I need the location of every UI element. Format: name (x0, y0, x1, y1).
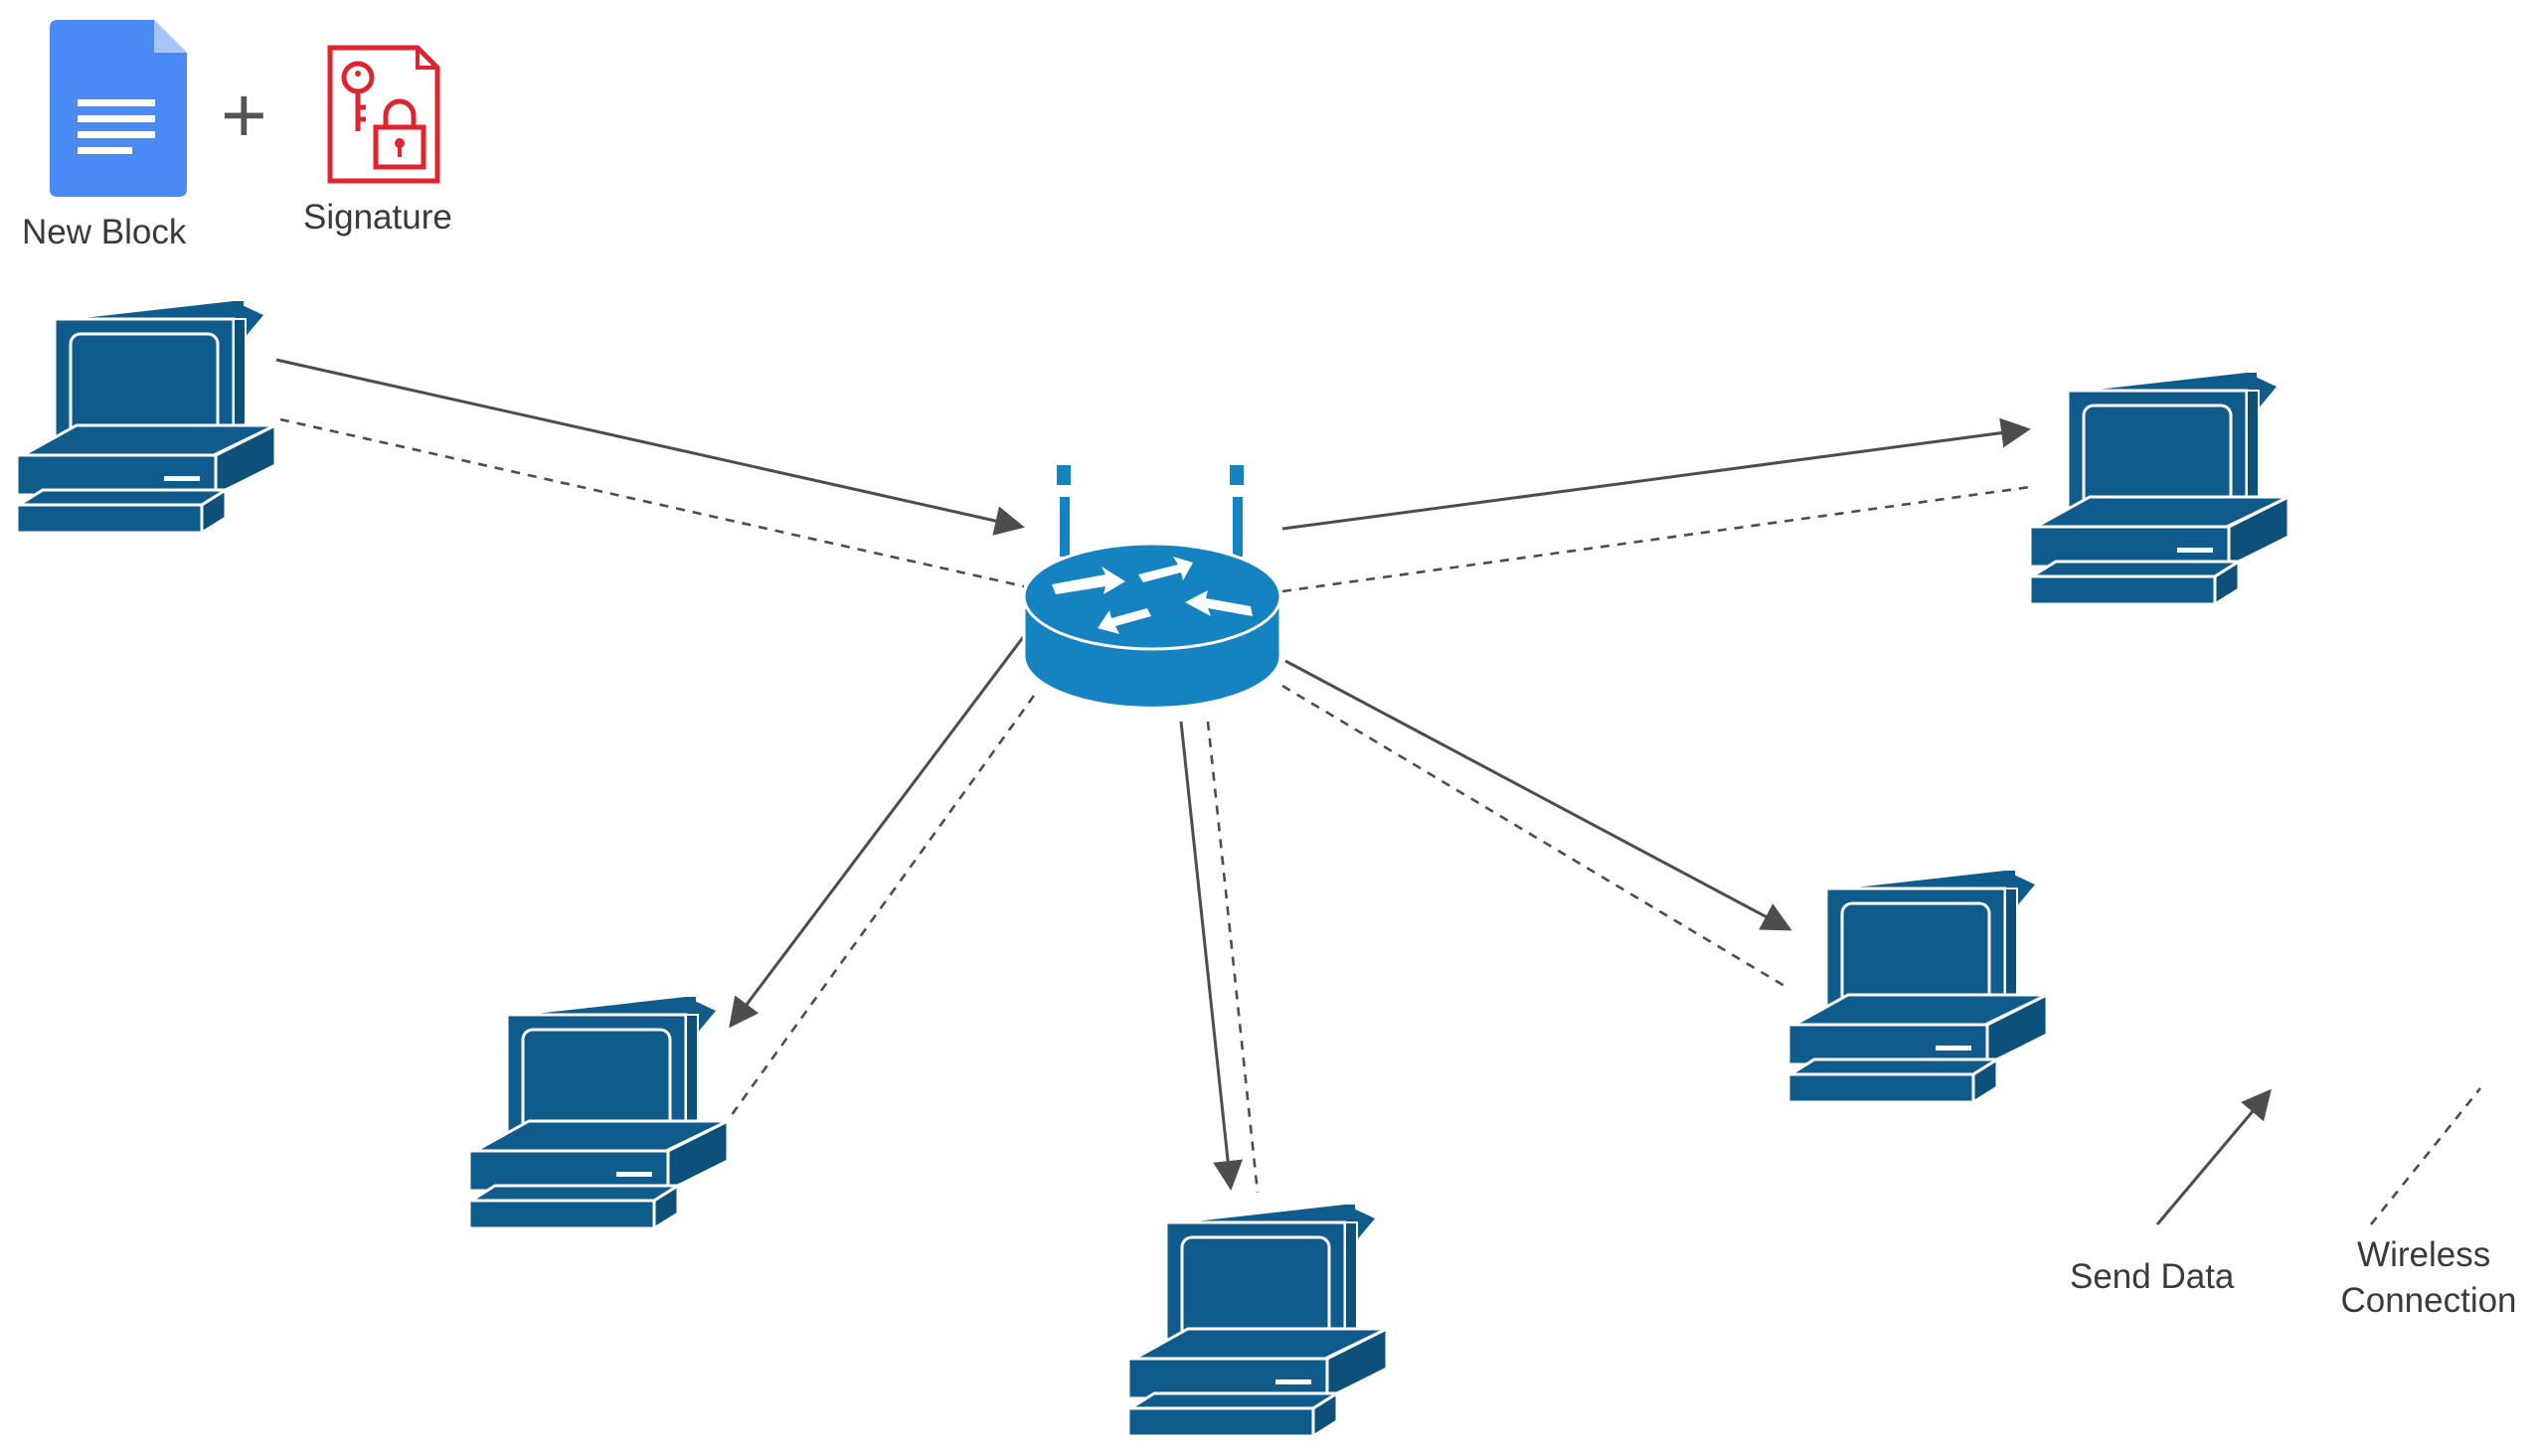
document-icon (50, 20, 187, 197)
legend: Send Data Wireless Connection (2070, 1087, 2517, 1320)
legend-send-data-label: Send Data (2070, 1257, 2235, 1296)
legend-wireless-label: Wireless Connection (2340, 1235, 2516, 1320)
send-data-links (275, 358, 2031, 1191)
legend-send-data-arrow (2155, 1088, 2272, 1225)
wireless-connection-line (1206, 721, 1260, 1194)
wireless-connection-line (1281, 485, 2031, 593)
send-data-arrow (1284, 659, 1792, 931)
wireless-links (279, 417, 2031, 1194)
computer-icon (1126, 1203, 1389, 1438)
wireless-connection-line (724, 695, 1036, 1124)
new-block-label: New Block (22, 213, 187, 251)
legend-wireless-label-line1: Wireless (2357, 1235, 2490, 1274)
computer-icon (1786, 869, 2049, 1104)
signature-group: Signature (303, 45, 452, 237)
wireless-router-icon (1022, 465, 1282, 710)
signature-label: Signature (303, 198, 452, 237)
wireless-connection-line (1281, 684, 1790, 991)
send-data-arrow (1179, 721, 1244, 1191)
legend-wireless-label-line2: Connection (2340, 1281, 2516, 1320)
computer-icon (467, 995, 730, 1230)
legend-wireless-line (2369, 1087, 2482, 1225)
new-block-group: New Block (22, 20, 187, 251)
plus-sign: + (221, 71, 267, 159)
signature-key-lock-icon (327, 45, 440, 184)
send-data-arrow (729, 635, 1026, 1029)
send-data-arrow (275, 358, 1025, 536)
computer-icon (2028, 371, 2290, 606)
wireless-connection-line (279, 417, 1025, 588)
send-data-arrow (1281, 417, 2031, 531)
computer-icon (15, 299, 277, 535)
